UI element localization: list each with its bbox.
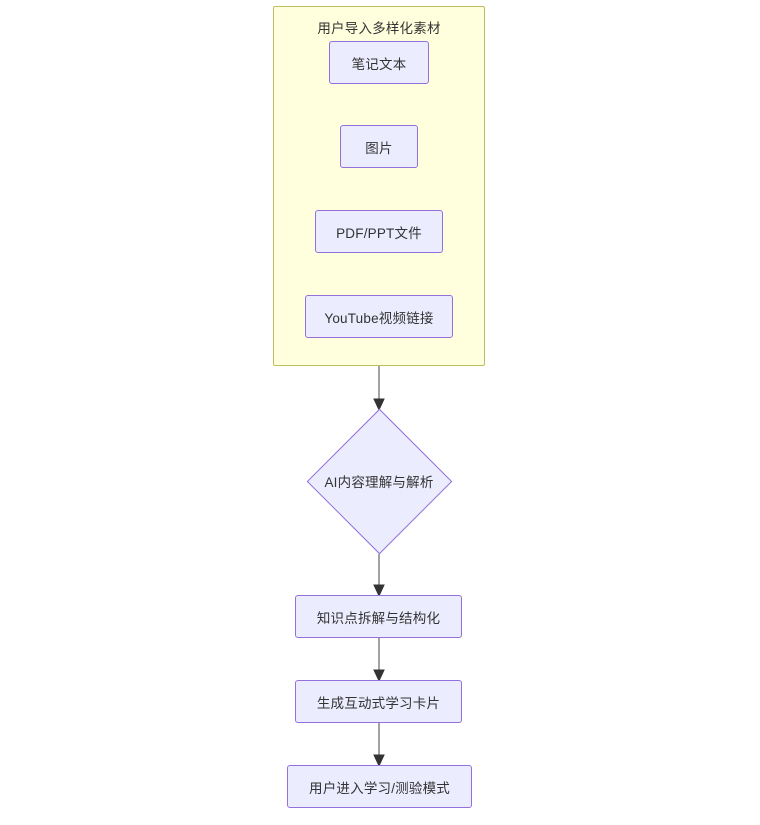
node-ai-analysis[interactable]: AI内容理解与解析 bbox=[306, 408, 452, 554]
subgraph-title: 用户导入多样化素材 bbox=[317, 21, 441, 36]
node-notes[interactable]: 笔记文本 bbox=[329, 41, 429, 84]
edge-kp-to-cards bbox=[373, 638, 385, 682]
node-knowledge-structuring[interactable]: 知识点拆解与结构化 bbox=[295, 595, 462, 638]
node-image[interactable]: 图片 bbox=[340, 125, 418, 168]
node-ai-analysis-label: AI内容理解与解析 bbox=[324, 475, 434, 490]
edge-ai-to-kp bbox=[373, 554, 385, 597]
node-youtube-link[interactable]: YouTube视频链接 bbox=[305, 295, 453, 338]
node-pdf-ppt[interactable]: PDF/PPT文件 bbox=[315, 210, 443, 253]
node-study-quiz-mode[interactable]: 用户进入学习/测验模式 bbox=[287, 765, 472, 808]
edge-cards-to-mode bbox=[373, 723, 385, 767]
edge-subgraph-to-ai bbox=[373, 366, 385, 411]
node-generate-cards[interactable]: 生成互动式学习卡片 bbox=[295, 680, 462, 723]
